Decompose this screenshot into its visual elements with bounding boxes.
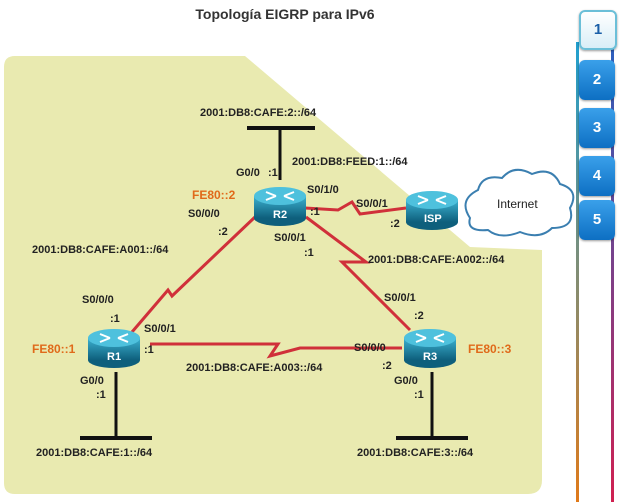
step-button-3[interactable]: 3: [579, 108, 615, 148]
router-r1: [88, 329, 140, 368]
network-label-isp-link: 2001:DB8:FEED:1::/64: [292, 156, 408, 168]
r2-s010-host: :1: [310, 206, 320, 218]
r2-name: R2: [273, 209, 288, 221]
step-button-2[interactable]: 2: [579, 60, 615, 100]
r3-link-local: FE80::3: [468, 342, 512, 356]
isp-name: ISP: [424, 213, 442, 225]
page-title: Topología EIGRP para IPv6: [195, 6, 375, 22]
nav-rail-right: [611, 42, 614, 502]
router-r3: [404, 329, 456, 368]
serial-link-r1-r3: [150, 342, 402, 359]
step-button-5[interactable]: 5: [579, 200, 615, 240]
r2-s000-label: S0/0/0: [188, 208, 220, 220]
r1-name: R1: [107, 351, 122, 363]
network-label-r1-r3: 2001:DB8:CAFE:A003::/64: [186, 362, 323, 374]
r3-g00-label: G0/0: [394, 375, 418, 387]
r2-s001-host: :1: [304, 247, 314, 259]
r1-s000-label: S0/0/0: [82, 294, 114, 306]
r2-s001-label: S0/0/1: [274, 232, 306, 244]
r3-s000-host: :2: [382, 360, 392, 372]
serial-link-r1-r2: [130, 215, 257, 333]
network-label-r2-lan: 2001:DB8:CAFE:2::/64: [200, 107, 317, 119]
r1-s000-host: :1: [110, 313, 120, 325]
step-button-4[interactable]: 4: [579, 156, 615, 196]
r3-s001-label: S0/0/1: [384, 292, 416, 304]
isp-s001-host: :2: [390, 218, 400, 230]
isp-s001-label: S0/0/1: [356, 198, 388, 210]
r1-g00-host: :1: [96, 389, 106, 401]
r3-s000-label: S0/0/0: [354, 342, 386, 354]
r1-link-local: FE80::1: [32, 342, 76, 356]
r2-s010-label: S0/1/0: [307, 184, 339, 196]
r1-g00-label: G0/0: [80, 375, 104, 387]
router-isp: [406, 191, 458, 230]
r1-s001-label: S0/0/1: [144, 323, 176, 335]
step-navigation: 1 2 3 4 5: [574, 6, 617, 502]
network-label-r2-r3: 2001:DB8:CAFE:A002::/64: [368, 254, 505, 266]
router-r2: [254, 187, 306, 226]
nav-rail-left: [576, 42, 579, 502]
network-label-r1-lan: 2001:DB8:CAFE:1::/64: [36, 447, 153, 459]
r2-link-local: FE80::2: [192, 188, 236, 202]
r3-g00-host: :1: [414, 389, 424, 401]
internet-cloud: [464, 168, 575, 237]
r3-name: R3: [423, 351, 438, 363]
r2-g00-label: G0/0: [236, 167, 260, 179]
r2-s000-host: :2: [218, 226, 228, 238]
internet-label: Internet: [497, 197, 538, 211]
network-label-r3-lan: 2001:DB8:CAFE:3::/64: [357, 447, 474, 459]
serial-link-r2-isp: [304, 200, 407, 216]
network-label-r1-r2: 2001:DB8:CAFE:A001::/64: [32, 244, 169, 256]
step-button-1[interactable]: 1: [579, 10, 617, 50]
r3-s001-host: :2: [414, 310, 424, 322]
r2-g00-host: :1: [268, 167, 278, 179]
serial-link-r2-r3: [305, 215, 412, 332]
background-area: [4, 56, 542, 494]
r1-s001-host: :1: [144, 344, 154, 356]
